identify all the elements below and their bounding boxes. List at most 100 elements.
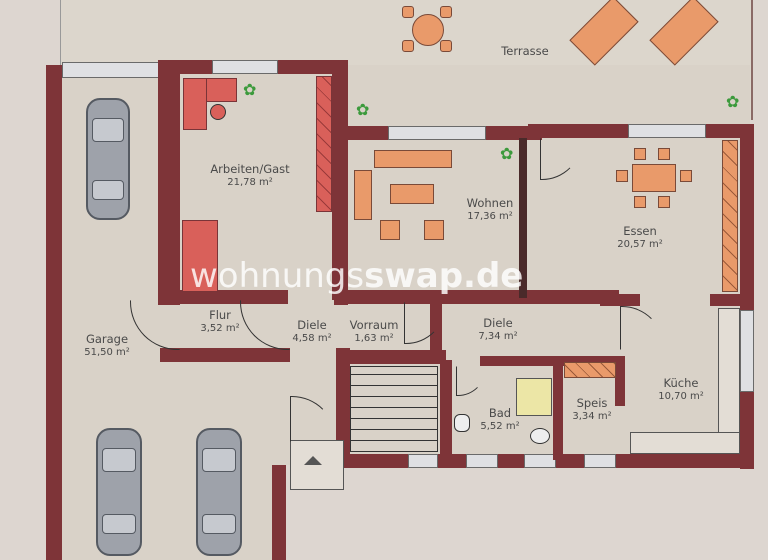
sofa xyxy=(374,150,452,168)
wall-speis-right xyxy=(615,356,625,406)
window-essen xyxy=(628,124,706,138)
wall-stair-top xyxy=(336,350,446,364)
room-name: Vorraum xyxy=(349,318,399,332)
plant-icon: ✿ xyxy=(726,92,740,111)
watermark-logo: wohnungsswap.de xyxy=(190,256,523,296)
window-speis xyxy=(584,454,616,468)
entrance-arrow-icon xyxy=(304,456,322,465)
window-wohnen xyxy=(388,126,486,140)
room-name: Diele xyxy=(297,318,327,332)
entrance-step xyxy=(290,440,344,490)
watermark-part-1: wohnungs xyxy=(190,256,365,296)
dining-chair xyxy=(616,170,628,182)
bed xyxy=(182,220,218,292)
room-label-kueche: Küche 10,70 m² xyxy=(646,376,716,404)
garage-wall-left xyxy=(46,65,62,560)
wall-bad-left xyxy=(440,360,452,465)
armchair xyxy=(424,220,444,240)
room-area: 10,70 m² xyxy=(658,391,704,402)
room-name: Speis xyxy=(576,396,608,410)
dining-chair xyxy=(680,170,692,182)
room-label-arbeiten: Arbeiten/Gast 21,78 m² xyxy=(185,162,315,190)
garage-door-top xyxy=(62,62,160,78)
plant-icon: ✿ xyxy=(243,80,257,99)
washbasin-icon xyxy=(530,428,550,444)
room-label-diele-2: Diele 7,34 m² xyxy=(466,316,530,344)
kitchen-counter-bottom xyxy=(630,432,740,454)
wall-essen-bottom xyxy=(600,294,640,306)
shower xyxy=(516,378,552,416)
room-name: Küche xyxy=(663,376,699,390)
wall-left-arbeiten xyxy=(158,60,180,305)
office-chair-icon xyxy=(210,104,226,120)
pantry-shelf xyxy=(564,362,616,378)
room-name: Arbeiten/Gast xyxy=(210,162,290,176)
dining-chair xyxy=(658,196,670,208)
armchair xyxy=(380,220,400,240)
room-area: 5,52 m² xyxy=(480,421,520,432)
dining-chair xyxy=(634,196,646,208)
car-icon xyxy=(86,98,130,220)
room-area: 21,78 m² xyxy=(227,177,273,188)
wall-wohnen-left xyxy=(334,130,348,305)
room-area: 20,57 m² xyxy=(617,239,663,250)
window-bad-1 xyxy=(466,454,498,468)
wall-essen-bottom-r xyxy=(710,294,750,306)
room-area: 3,52 m² xyxy=(200,323,240,334)
dining-table xyxy=(632,164,676,192)
wall-wohnen-essen xyxy=(519,138,527,298)
terrace-chair xyxy=(440,40,452,52)
wall-stair-left xyxy=(336,348,350,468)
toilet-icon xyxy=(454,414,470,432)
dining-chair xyxy=(658,148,670,160)
room-label-garage: Garage 51,50 m² xyxy=(74,332,140,360)
window-kueche xyxy=(740,310,754,392)
room-name: Flur xyxy=(209,308,231,322)
room-label-wohnen: Wohnen 17,36 m² xyxy=(440,196,540,224)
wall-arbeiten-bottom xyxy=(158,290,288,304)
dining-chair xyxy=(634,148,646,160)
room-label-vorraum: Vorraum 1,63 m² xyxy=(342,318,406,346)
terrace-chair xyxy=(402,6,414,18)
car-icon xyxy=(196,428,242,556)
room-name: Essen xyxy=(623,224,657,238)
window-bad-2 xyxy=(524,454,556,468)
sideboard xyxy=(722,140,738,292)
coffee-table xyxy=(390,184,434,204)
wall-wohnen-bottom xyxy=(334,290,619,304)
room-name: Terrasse xyxy=(501,44,549,58)
room-area: 4,58 m² xyxy=(292,333,332,344)
room-label-terrasse: Terrasse xyxy=(470,44,580,58)
room-label-speis: Speis 3,34 m² xyxy=(562,396,622,424)
room-area: 7,34 m² xyxy=(478,331,518,342)
room-area: 17,36 m² xyxy=(467,211,513,222)
staircase xyxy=(350,366,438,452)
room-area: 51,50 m² xyxy=(84,347,130,358)
room-label-flur: Flur 3,52 m² xyxy=(190,308,250,336)
wall-bad-top xyxy=(480,356,625,366)
terrace-chair xyxy=(440,6,452,18)
wall-flur-bottom xyxy=(160,348,290,362)
terrace-chair xyxy=(402,40,414,52)
window-stairs xyxy=(408,454,438,468)
room-name: Diele xyxy=(483,316,513,330)
wall-speis-left xyxy=(553,360,563,460)
room-label-bad: Bad 5,52 m² xyxy=(470,406,530,434)
car-icon xyxy=(96,428,142,556)
room-name: Wohnen xyxy=(466,196,514,210)
wall-vorraum-r xyxy=(430,300,442,355)
plant-icon: ✿ xyxy=(356,100,370,119)
terrace-round-table xyxy=(412,14,444,46)
plant-icon: ✿ xyxy=(500,144,514,163)
window-arbeiten xyxy=(212,60,278,74)
corner-desk-side xyxy=(183,78,207,130)
sofa-side xyxy=(354,170,372,220)
room-name: Bad xyxy=(488,406,512,420)
watermark-part-2: swap.de xyxy=(364,256,524,296)
room-name: Garage xyxy=(85,332,129,346)
room-label-diele-1: Diele 4,58 m² xyxy=(282,318,342,346)
room-area: 1,63 m² xyxy=(354,333,394,344)
room-area: 3,34 m² xyxy=(572,411,612,422)
room-label-essen: Essen 20,57 m² xyxy=(590,224,690,252)
